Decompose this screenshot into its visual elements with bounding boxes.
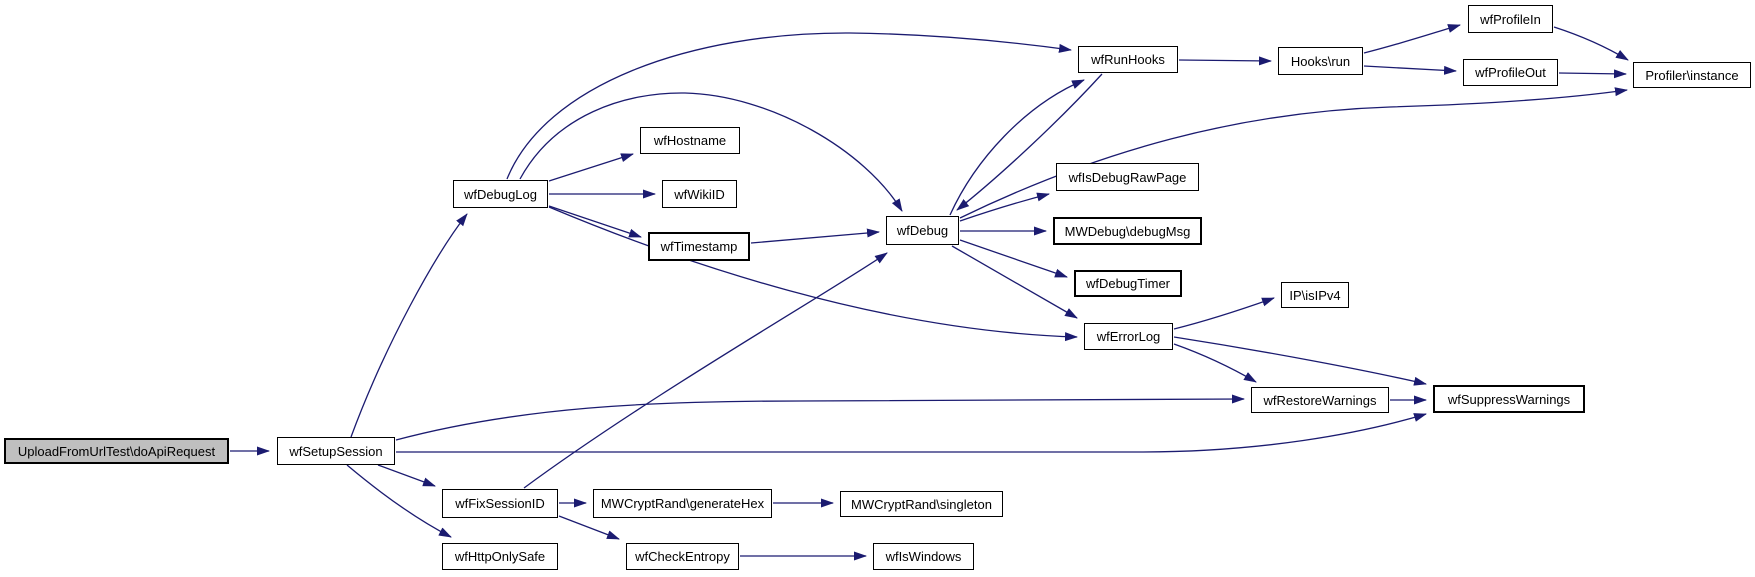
edge-wfTimestamp-to-wfDebug [750, 228, 880, 244]
graph-node-label: wfRunHooks [1091, 52, 1165, 67]
edge-wfRunHooks-to-wfDebug [956, 73, 1103, 211]
graph-node-wfFixSessionID[interactable]: wfFixSessionID [442, 489, 558, 518]
edge-wfErrorLog-to-wfSuppressWarnings [1173, 336, 1427, 386]
edge-wfFixSessionID-to-wfCheckEntropy [558, 515, 620, 540]
graph-node-doApiRequest: UploadFromUrlTest\doApiRequest [4, 438, 229, 464]
graph-node-wfRestoreWarnings[interactable]: wfRestoreWarnings [1251, 387, 1389, 413]
graph-node-label: wfDebug [896, 223, 949, 238]
graph-node-wfErrorLog[interactable]: wfErrorLog [1084, 323, 1173, 350]
graph-node-wfTimestamp[interactable]: wfTimestamp [648, 232, 750, 261]
edge-wfDebugLog-to-wfTimestamp [548, 205, 642, 238]
graph-node-label: Hooks\run [1290, 53, 1351, 69]
graph-node-label: wfIsDebugRawPage [1068, 169, 1187, 185]
edge-wfDebugLog-to-wfErrorLog [548, 206, 1078, 342]
graph-node-MWDebugDebugMsg[interactable]: MWDebug\debugMsg [1053, 217, 1202, 245]
graph-node-wfDebugTimer[interactable]: wfDebugTimer [1074, 270, 1182, 297]
edge-wfDebugLog-to-wfRunHooks [506, 32, 1072, 180]
graph-node-label: UploadFromUrlTest\doApiRequest [17, 443, 216, 459]
edge-wfSetupSession-to-wfFixSessionID [377, 464, 436, 487]
graph-node-IPisIPv4[interactable]: IP\isIPv4 [1281, 282, 1349, 308]
edge-wfProfileIn-to-ProfilerInstance [1553, 26, 1629, 61]
graph-node-label: wfSuppressWarnings [1447, 391, 1571, 407]
graph-node-wfWikiID[interactable]: wfWikiID [662, 180, 737, 208]
graph-node-wfCheckEntropy[interactable]: wfCheckEntropy [626, 543, 739, 570]
edge-wfProfileOut-to-ProfilerInstance [1558, 69, 1627, 79]
graph-node-HooksRun[interactable]: Hooks\run [1278, 47, 1363, 75]
edge-HooksRun-to-wfProfileIn [1363, 24, 1461, 54]
graph-node-label: wfRestoreWarnings [1263, 392, 1377, 408]
edge-wfDebug-to-wfRunHooks [949, 79, 1085, 216]
graph-node-label: IP\isIPv4 [1289, 287, 1341, 303]
graph-node-label: wfDebugTimer [1085, 276, 1171, 291]
graph-node-label: wfErrorLog [1096, 329, 1161, 344]
edge-HooksRun-to-wfProfileOut [1363, 65, 1457, 75]
graph-node-wfSetupSession[interactable]: wfSetupSession [277, 437, 395, 465]
edge-wfDebugLog-to-wfHostname [548, 153, 634, 182]
edge-wfDebug-to-wfErrorLog [951, 245, 1078, 319]
graph-node-label: wfCheckEntropy [635, 549, 730, 564]
graph-node-wfIsWindows[interactable]: wfIsWindows [873, 543, 974, 570]
graph-node-wfDebugLog[interactable]: wfDebugLog [453, 180, 548, 208]
graph-node-label: wfHttpOnlySafe [454, 549, 546, 564]
edge-wfDebug-to-ProfilerInstance [959, 87, 1628, 219]
graph-node-label: MWCryptRand\generateHex [600, 496, 765, 511]
graph-node-label: Profiler\instance [1645, 67, 1739, 83]
edge-wfDebugLog-to-wfDebug [519, 92, 903, 212]
graph-node-label: wfDebugLog [464, 186, 537, 202]
graph-node-ProfilerInstance[interactable]: Profiler\instance [1633, 62, 1751, 88]
graph-node-label: MWCryptRand\singleton [851, 496, 992, 512]
graph-node-wfHttpOnlySafe[interactable]: wfHttpOnlySafe [442, 543, 558, 570]
graph-node-label: wfIsWindows [885, 549, 962, 564]
graph-node-wfHostname[interactable]: wfHostname [640, 127, 740, 154]
graph-node-wfRunHooks[interactable]: wfRunHooks [1078, 46, 1178, 73]
edge-wfErrorLog-to-IPisIPv4 [1173, 297, 1275, 330]
graph-node-label: wfFixSessionID [455, 496, 545, 511]
graph-node-label: wfProfileOut [1475, 65, 1546, 80]
graph-node-label: wfWikiID [674, 186, 725, 202]
graph-node-wfProfileOut[interactable]: wfProfileOut [1463, 59, 1558, 86]
graph-node-MWCryptRandGenerateHex[interactable]: MWCryptRand\generateHex [593, 489, 772, 518]
edge-wfFixSessionID-to-wfDebug [523, 252, 888, 489]
graph-node-label: MWDebug\debugMsg [1064, 223, 1191, 239]
graph-node-wfSuppressWarnings[interactable]: wfSuppressWarnings [1433, 385, 1585, 413]
edge-wfSetupSession-to-wfSuppressWarnings [396, 413, 1427, 453]
edge-wfDebug-to-wfIsDebugRawPage [959, 192, 1050, 222]
edge-wfErrorLog-to-wfRestoreWarnings [1173, 343, 1257, 383]
graph-node-label: wfProfileIn [1480, 11, 1541, 27]
graph-node-MWCryptRandSingleton[interactable]: MWCryptRand\singleton [840, 491, 1003, 517]
edge-wfDebug-to-wfDebugTimer [959, 239, 1068, 278]
edge-wfRunHooks-to-HooksRun [1178, 56, 1272, 66]
edge-wfSetupSession-to-wfRestoreWarnings [395, 394, 1245, 441]
graph-node-wfDebug[interactable]: wfDebug [886, 216, 959, 245]
edge-wfSetupSession-to-wfHttpOnlySafe [346, 464, 452, 538]
graph-node-label: wfHostname [653, 133, 727, 148]
graph-node-wfProfileIn[interactable]: wfProfileIn [1468, 5, 1553, 33]
graph-node-label: wfSetupSession [289, 443, 383, 459]
graph-node-wfIsDebugRawPage[interactable]: wfIsDebugRawPage [1056, 163, 1199, 191]
edge-wfSetupSession-to-wfDebugLog [350, 213, 468, 438]
graph-node-label: wfTimestamp [660, 239, 738, 254]
